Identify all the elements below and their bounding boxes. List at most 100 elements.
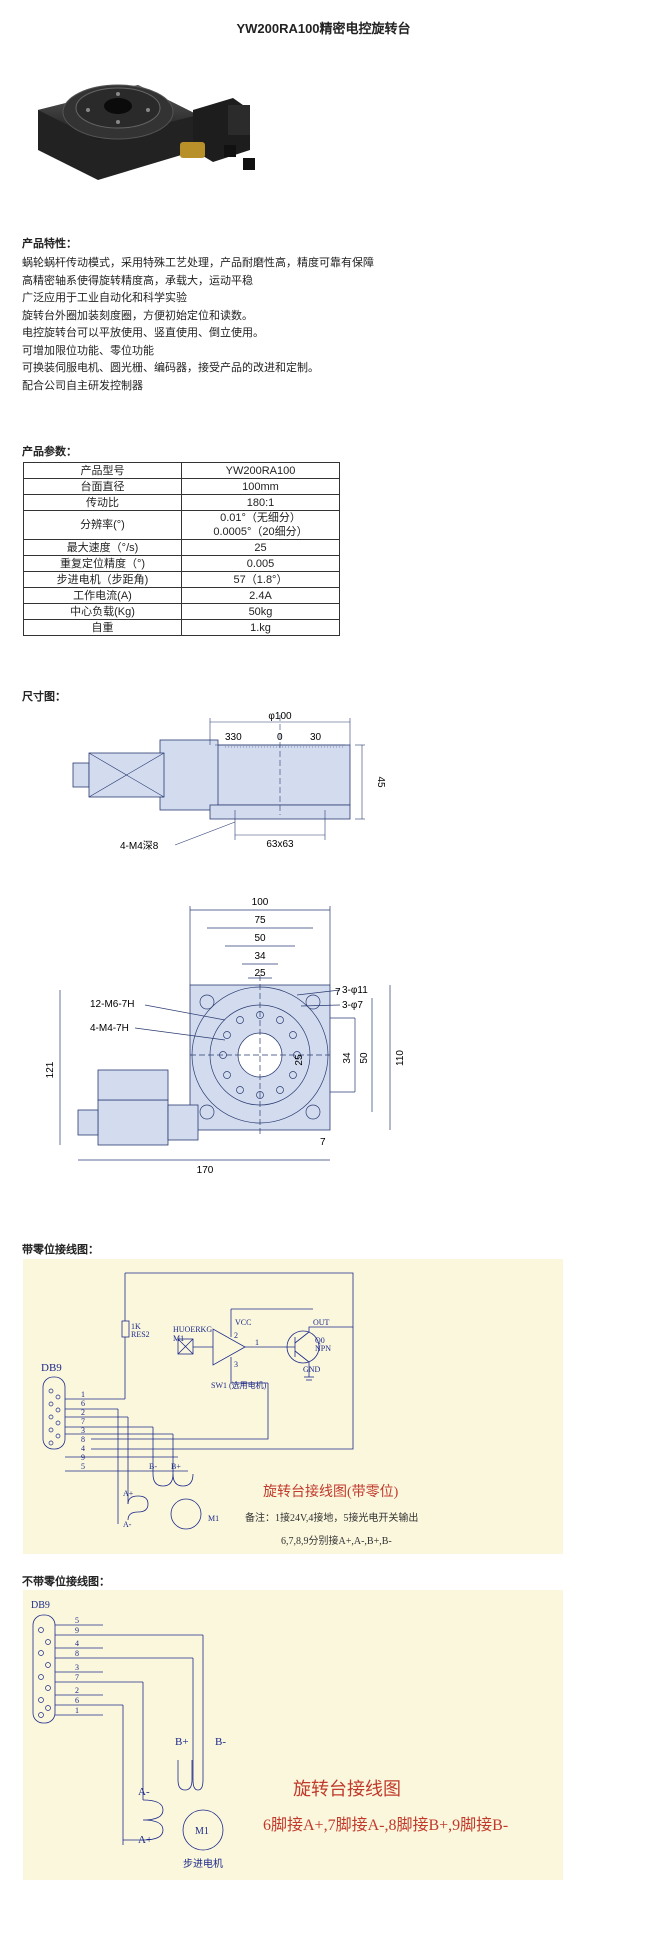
out-label: OUT — [313, 1318, 330, 1327]
dim-25: 25 — [254, 968, 266, 979]
spec-value: 2.4A — [181, 587, 340, 604]
db9-pin: 4 — [75, 1639, 79, 1648]
side-view-drawing: φ100 330 0 30 45 4-M4深8 63x63 — [72, 711, 386, 852]
table-row: 最大速度（°/s)25 — [23, 539, 340, 556]
db9-pin: 3 — [75, 1663, 79, 1672]
db9-pin: 6 — [81, 1399, 85, 1408]
am-label: A- — [138, 1786, 150, 1798]
spec-value: 0.01°（无细分）0.0005°（20细分） — [181, 510, 340, 540]
ap-label: A+ — [123, 1489, 134, 1498]
spec-key: 台面直径 — [23, 478, 182, 495]
dim-170: 170 — [197, 1165, 214, 1176]
spec-value: 1.kg — [181, 619, 340, 636]
spec-key: 传动比 — [23, 494, 182, 511]
spec-key: 分辨率(°) — [23, 510, 182, 540]
wiring-note: 6脚接A+,7脚接A-,8脚接B+,9脚接B- — [263, 1816, 508, 1834]
res-label: 1K — [131, 1322, 141, 1331]
wiring-zero-diagram: HUOERKG M1 VCC OUT Q0 NPN GND 1K RES2 SW… — [23, 1259, 563, 1554]
dim-34: 34 — [254, 951, 266, 962]
edge-7a: 7 — [335, 987, 341, 998]
feature-item: 电控旋转台可以平放使用、竖直使用、倒立使用。 — [22, 327, 264, 339]
feature-item: 高精密轴系使得旋转精度高，承载大，运动平稳 — [22, 274, 253, 287]
db9-pin: 4 — [81, 1444, 85, 1453]
spec-value: 100mm — [181, 478, 340, 495]
table-row: 步进电机（步距角)57（1.8°） — [23, 571, 340, 588]
dim-100: 100 — [252, 897, 269, 908]
spec-key: 工作电流(A) — [23, 587, 182, 604]
spec-key: 中心负载(Kg) — [23, 603, 182, 620]
m6-label: 12-M6-7H — [90, 999, 134, 1010]
top-view-drawing: 100 75 50 34 25 3-φ11 3-φ7 12-M6-7H 4-M4… — [45, 897, 406, 1176]
product-photo — [38, 84, 255, 180]
wiring-note-1: 备注：1接24V,4接地，5接光电开关输出 — [245, 1511, 418, 1524]
motor-side-block — [97, 1099, 169, 1146]
dim-height: 45 — [375, 776, 386, 788]
m4-label: 4-M4-7H — [90, 1023, 129, 1034]
feature-item: 旋转台外圈加装刻度圈，方便初始定位和读数。 — [22, 309, 253, 322]
db9-pin: 3 — [81, 1426, 85, 1435]
table-row: 分辨率(°)0.01°（无细分）0.0005°（20细分） — [23, 510, 340, 540]
db9-label: DB9 — [41, 1362, 62, 1374]
db9-pin: 5 — [81, 1462, 85, 1471]
edge-7b: 7 — [320, 1137, 326, 1148]
feature-item: 蜗轮蜗杆传动模式，采用特殊工艺处理，产品耐磨性高，精度可靠有保障 — [22, 257, 374, 269]
wiring-nozero-diagram: DB9 5 9 4 8 3 7 2 6 1 B+ B- A- A+ M1 步进电… — [23, 1590, 563, 1880]
bp-label: B+ — [171, 1462, 181, 1471]
feature-item: 可增加限位功能、零位功能 — [22, 344, 154, 357]
holes-label: 4-M4深8 — [120, 840, 159, 852]
spec-value: 57（1.8°） — [181, 571, 340, 588]
db9-pin: 5 — [75, 1616, 79, 1625]
feature-item: 广泛应用于工业自动化和科学实验 — [22, 292, 187, 304]
connector-block — [97, 1069, 169, 1101]
motor-label: M1 — [195, 1826, 209, 1837]
feature-list: 蜗轮蜗杆传动模式，采用特殊工艺处理，产品耐磨性高，精度可靠有保障 高精密轴系使得… — [22, 255, 374, 395]
dim-dia: φ100 — [268, 711, 292, 722]
dim-r50: 50 — [359, 1052, 370, 1064]
spec-key: 自重 — [23, 619, 182, 636]
sensor-label: HUOERKG — [173, 1325, 212, 1334]
page-title: YW200RA100精密电控旋转台 — [236, 21, 411, 36]
spec-value: 180:1 — [181, 494, 340, 511]
wiring-title: 旋转台接线图(带零位) — [263, 1483, 399, 1500]
spec-value: YW200RA100 — [181, 462, 340, 479]
pin3-label: 3 — [234, 1360, 238, 1369]
bm-label: B- — [149, 1462, 157, 1471]
q0-label: Q0 — [315, 1336, 325, 1345]
features-heading: 产品特性： — [22, 238, 77, 250]
hole-label-b: 3-φ7 — [342, 1000, 363, 1011]
db9-pin: 9 — [75, 1626, 79, 1635]
db9-pin: 7 — [75, 1673, 79, 1682]
db9-pin: 2 — [81, 1408, 85, 1417]
am-label: A- — [123, 1520, 132, 1529]
dim-r110: 110 — [395, 1050, 406, 1066]
feature-item: 可换装伺服电机、圆光栅、编码器，接受产品的改进和定制。 — [22, 362, 319, 374]
feature-item: 配合公司自主研发控制器 — [22, 379, 143, 392]
db9-pin: 6 — [75, 1696, 79, 1705]
db9-label: DB9 — [31, 1600, 50, 1611]
ap-label: A+ — [138, 1834, 152, 1846]
spec-key: 重复定位精度（°) — [23, 555, 182, 572]
spec-key: 最大速度（°/s) — [23, 539, 182, 556]
gnd-label: GND — [303, 1365, 321, 1374]
db9-pin: 7 — [81, 1417, 85, 1426]
db9-pin: 1 — [81, 1390, 85, 1399]
knob — [72, 762, 90, 788]
coupling — [167, 1104, 199, 1141]
pin1-label: 1 — [255, 1338, 259, 1347]
dim-75: 75 — [254, 915, 266, 926]
motor-block — [159, 739, 219, 811]
knob-side — [77, 1109, 99, 1136]
db9-pin: 8 — [75, 1649, 79, 1658]
dim-50: 50 — [254, 933, 266, 944]
db9-pin: 2 — [75, 1686, 79, 1695]
params-heading: 产品参数： — [22, 446, 77, 458]
dim-121: 121 — [45, 1061, 56, 1078]
scale-0: 0 — [277, 732, 283, 743]
table-row: 工作电流(A)2.4A — [23, 587, 340, 604]
sensor-m: M1 — [173, 1334, 184, 1343]
wiring-zero-heading: 带零位接线图： — [22, 1244, 99, 1256]
